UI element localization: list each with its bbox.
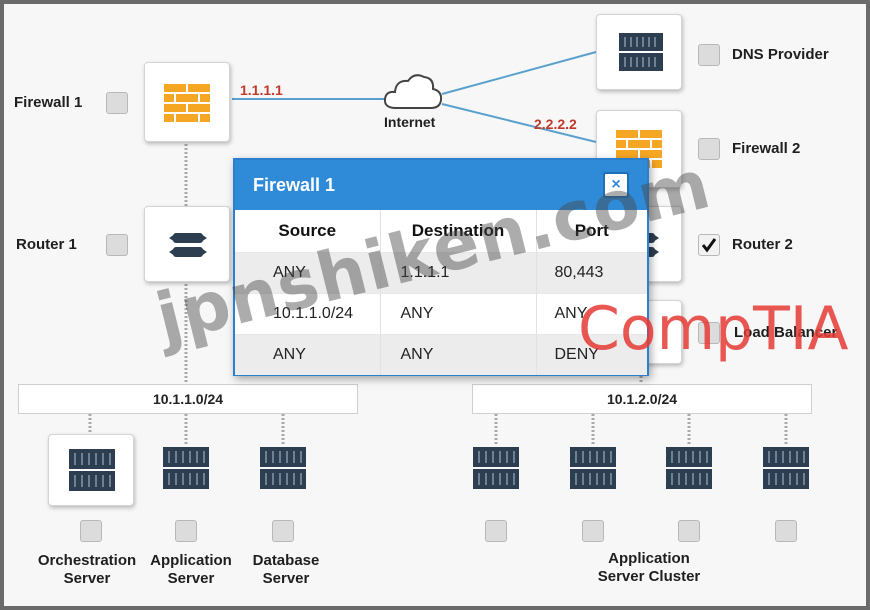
table-row[interactable]: 10.1.1.0/24 ANY ANY [235,292,647,334]
firewall2-ip-label: 2.2.2.2 [534,116,577,132]
router2-checkbox[interactable] [698,234,720,256]
dns-provider-node[interactable] [596,14,682,90]
rule-port-cell[interactable]: 80,443 [536,251,647,293]
server-icon [619,33,663,71]
firewall1-ip-label: 1.1.1.1 [240,82,283,98]
firewall2-label: Firewall 2 [732,140,801,157]
firewall-icon [614,128,664,170]
cluster-server-icon-4 [763,447,809,489]
connection-lines [88,51,788,444]
column-header-source: Source [235,210,381,252]
checkmark-icon [701,238,717,253]
cluster-server-icon-1 [473,447,519,489]
internet-label: Internet [384,114,436,130]
column-header-destination: Destination [380,210,537,252]
table-row[interactable]: ANY 1.1.1.1 80,443 [235,251,647,293]
table-header-row: Source Destination Port [235,210,647,252]
firewall-icon [162,82,212,124]
rule-destination-cell[interactable]: ANY [380,292,537,334]
cluster-server-checkbox-1[interactable] [485,520,507,542]
database-server-icon [260,447,306,489]
rule-source-cell[interactable]: ANY [235,333,381,375]
server-icon [69,449,115,491]
application-server-checkbox[interactable] [175,520,197,542]
firewall-rules-table: Source Destination Port ANY 1.1.1.1 80,4… [235,210,647,375]
network-diagram-canvas: Firewall 1 1.1.1.1 Internet 2.2.2.2 DNS … [4,4,866,606]
firewall1-rules-dialog: Firewall 1 × Source Destination Port ANY… [233,158,649,376]
dialog-title: Firewall 1 [253,174,336,195]
firewall2-checkbox[interactable] [698,138,720,160]
cluster-server-icon-2 [570,447,616,489]
dns-provider-checkbox[interactable] [698,44,720,66]
rule-destination-cell[interactable]: ANY [380,333,537,375]
cluster-server-checkbox-4[interactable] [775,520,797,542]
load-balancer-label: Load Balancer [734,324,838,341]
database-server-checkbox[interactable] [272,520,294,542]
application-server-icon [163,447,209,489]
rule-port-cell[interactable]: ANY [536,292,647,334]
rule-port-cell[interactable]: DENY [536,333,647,375]
load-balancer-checkbox[interactable] [698,322,720,344]
orchestration-server-checkbox[interactable] [80,520,102,542]
rule-destination-cell[interactable]: 1.1.1.1 [380,251,537,293]
orchestration-server-node[interactable] [48,434,134,506]
firewall1-label: Firewall 1 [14,94,83,111]
firewall1-checkbox[interactable] [106,92,128,114]
router-icon [169,233,207,257]
router2-label: Router 2 [732,236,793,253]
rule-source-cell[interactable]: 10.1.1.0/24 [235,292,381,334]
table-row[interactable]: ANY ANY DENY [235,333,647,375]
subnet-left-label: 10.1.1.0/24 [152,391,224,407]
cluster-server-checkbox-2[interactable] [582,520,604,542]
router1-label: Router 1 [16,236,77,253]
rule-source-cell[interactable]: ANY [235,251,381,293]
subnet-right-label: 10.1.2.0/24 [606,391,678,407]
close-icon[interactable]: × [603,172,629,198]
subnet-left-bar: 10.1.1.0/24 [18,384,358,414]
router1-checkbox[interactable] [106,234,128,256]
column-header-port: Port [536,210,647,252]
firewall1-node[interactable] [144,62,230,142]
dns-provider-label: DNS Provider [732,46,829,63]
router1-node[interactable] [144,206,230,282]
subnet-right-bar: 10.1.2.0/24 [472,384,812,414]
cluster-server-icon-3 [666,447,712,489]
dialog-header: Firewall 1 × [235,160,647,210]
cloud-icon [383,74,443,109]
cluster-server-checkbox-3[interactable] [678,520,700,542]
